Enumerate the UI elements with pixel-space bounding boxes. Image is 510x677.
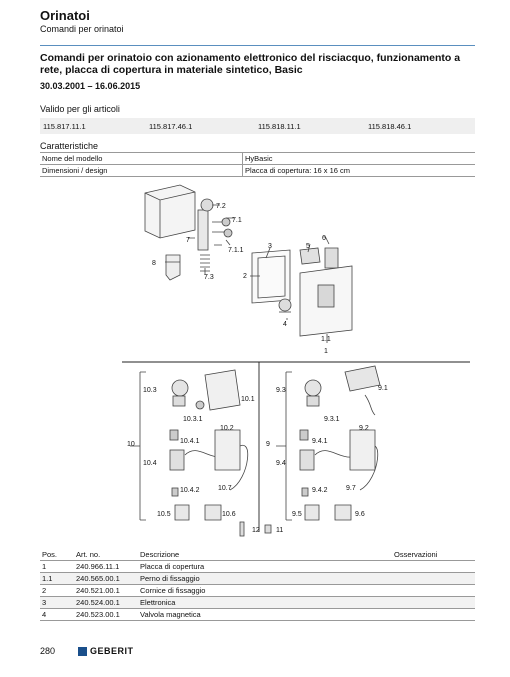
callout-label: 9.6 [355,511,365,518]
art-cell: 240.966.11.1 [74,560,138,573]
callout-label: 9.4.1 [312,438,328,445]
table-row: 1.1 240.565.00.1 Perno di fissaggio [40,572,475,585]
callout-label: 10.2 [220,425,234,432]
section-subtitle: Comandi per orinatoi [40,24,124,34]
callout-label: 7.1.1 [228,247,244,254]
callout-label: 9.1 [378,385,388,392]
callout-label: 10.7 [218,485,232,492]
characteristics-table: Nome del modello HyBasic Dimensioni / de… [40,152,475,177]
parts-table: Pos. Art. no. Descrizione Osservazioni 1… [40,549,475,621]
callout-label: 9 [266,441,270,448]
characteristic-key: Dimensioni / design [40,164,243,177]
pos-cell: 2 [40,584,74,597]
column-header: Pos. [40,549,74,561]
table-row: 2 240.521.00.1 Cornice di fissaggio [40,584,475,597]
table-row: 1 240.966.11.1 Placca di copertura [40,560,475,573]
callout-label: 4 [283,321,287,328]
callout-label: 11 [276,527,283,534]
article-number: 115.817.11.1 [43,122,86,131]
desc-cell: Perno di fissaggio [138,572,392,585]
characteristic-value: Placca di copertura: 16 x 16 cm [242,164,475,177]
callout-label: 10.6 [222,511,236,518]
callout-label: 12 [252,527,260,534]
callout-label: 10 [127,441,135,448]
brand-name: GEBERIT [90,646,134,656]
callout-label: 9.3 [276,387,286,394]
article-row: 115.817.11.1 115.817.46.1 115.818.11.1 1… [40,118,475,134]
desc-cell: Placca di copertura [138,560,392,573]
characteristics-title: Caratteristiche [40,141,99,151]
brand-mark-icon [78,646,87,656]
table-row: 3 240.524.00.1 Elettronica [40,596,475,609]
callout-label: 10.1 [241,396,255,403]
column-header: Osservazioni [392,549,475,561]
obs-cell [392,572,475,585]
callout-label: 10.4.1 [180,438,200,445]
column-header: Descrizione [138,549,392,561]
article-number: 115.817.46.1 [149,122,193,131]
callout-label: 9.4.2 [312,487,328,494]
table-row: Nome del modello HyBasic [40,152,475,165]
callout-label: 9.2 [359,425,369,432]
obs-cell [392,560,475,573]
callout-label: 7 [186,237,190,244]
callout-label: 5 [306,243,310,250]
pos-cell: 3 [40,596,74,609]
callout-label: 6 [322,235,326,242]
obs-cell [392,584,475,597]
desc-cell: Elettronica [138,596,392,609]
callout-label: 7.3 [204,274,214,281]
art-cell: 240.524.00.1 [74,596,138,609]
pos-cell: 1.1 [40,572,74,585]
callout-label: 8 [152,260,156,267]
pos-cell: 1 [40,560,74,573]
callout-label: 10.4 [143,460,157,467]
table-row: 4 240.523.00.1 Valvola magnetica [40,608,475,621]
art-cell: 240.521.00.1 [74,584,138,597]
product-dates: 30.03.2001 – 16.06.2015 [40,81,141,91]
callout-label: 7.2 [216,203,226,210]
brand-logo: GEBERIT [78,646,134,656]
callout-label: 2 [243,273,247,280]
callout-label: 10.3 [143,387,157,394]
obs-cell [392,608,475,621]
art-cell: 240.565.00.1 [74,572,138,585]
art-cell: 240.523.00.1 [74,608,138,621]
table-header-row: Pos. Art. no. Descrizione Osservazioni [40,549,475,561]
callout-label: 9.3.1 [324,416,340,423]
exploded-parts-diagram: 7.2 7.1 7 7.1.1 3 5 6 8 7.3 2 4 1.1 1 10.3 10.1 10.3.1 1… [122,184,470,537]
callout-label: 9.7 [346,485,356,492]
callout-label: 3 [268,243,272,250]
valid-label: Valido per gli articoli [40,104,120,114]
callout-label: 10.5 [157,511,171,518]
header-rule [40,45,475,46]
article-number: 115.818.46.1 [368,122,412,131]
section-title: Orinatoi [40,8,90,23]
table-row: Dimensioni / design Placca di copertura:… [40,164,475,177]
callout-label: 9.4 [276,460,286,467]
desc-cell: Valvola magnetica [138,608,392,621]
callout-label: 9.5 [292,511,302,518]
obs-cell [392,596,475,609]
callout-label: 10.4.2 [180,487,200,494]
callout-label: 1 [324,348,328,355]
article-number: 115.818.11.1 [258,122,301,131]
page-number: 280 [40,646,56,656]
callout-label: 10.3.1 [183,416,203,423]
column-header: Art. no. [74,549,138,561]
product-title: Comandi per orinatoio con azionamento el… [40,52,461,76]
callout-label: 1.1 [321,336,331,343]
callout-label: 7.1 [232,217,242,224]
pos-cell: 4 [40,608,74,621]
desc-cell: Cornice di fissaggio [138,584,392,597]
